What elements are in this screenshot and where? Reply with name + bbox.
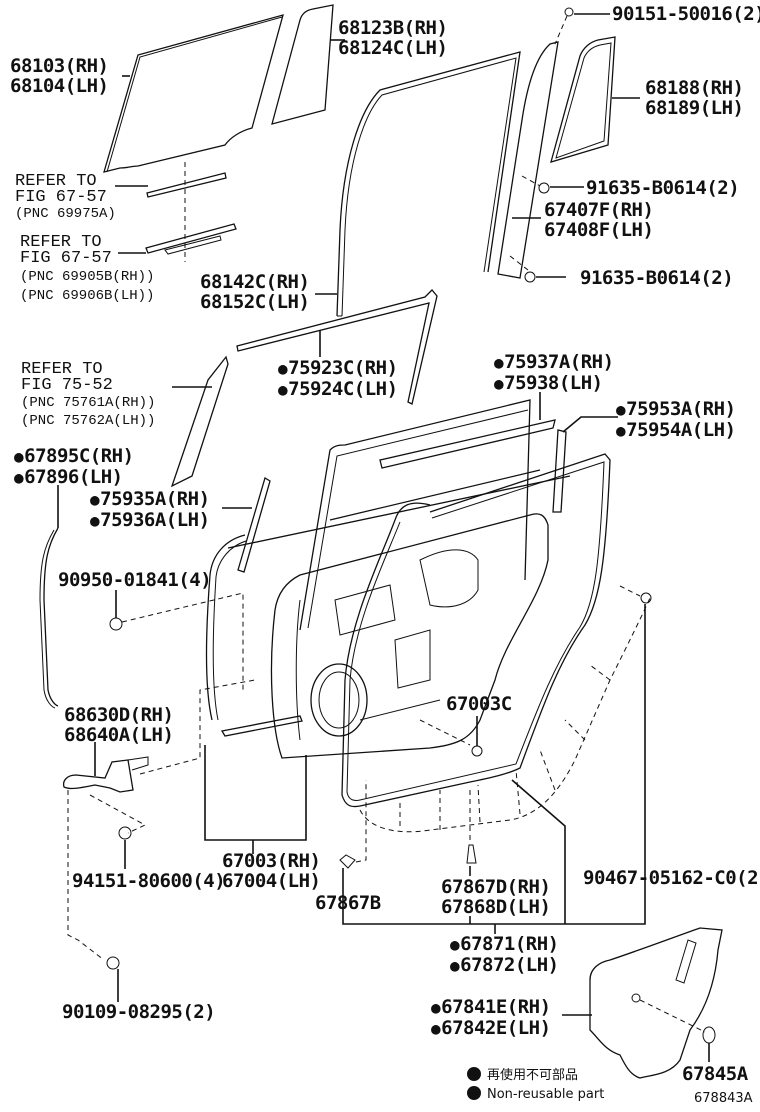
door-trim-drawing [589,927,723,1079]
non-reusable-bullet-icon [467,1086,481,1100]
part-label-75953A: 75953A(RH)75954A(LH) [616,399,736,441]
part-label-75937A: 75937A(RH)75938(LH) [494,352,614,394]
reference-note-fig-67-57-a: REFER TO FIG 67-57 (PNC 69975A) [15,172,116,222]
door-weatherstrip-67871-drawing [341,453,651,833]
door-outer-frame-drawing [205,399,571,737]
part-label-67407F: 67407F(RH)67408F(LH) [544,199,654,241]
leader-lines [57,13,710,1062]
part-label-75923C: 75923C(RH)75924C(LH) [278,358,398,400]
garnish-drawing [170,355,229,488]
part-label-67841E: 67841E(RH)67842E(LH) [431,997,551,1039]
molding-75935A-drawing [237,477,271,573]
clip-90467-drawing [619,585,652,604]
part-label-91635-upper: 91635-B0614(2) [586,177,740,199]
part-label-67003C: 67003C [446,693,512,715]
weatherstrip-75953A-drawing [552,429,567,513]
weatherstrip-67895C-drawing [39,527,59,709]
part-label-67845A: 67845A [682,1063,748,1085]
division-bar-drawing [497,7,574,279]
legend-non-reusable-jp: 再使用不可部品 [467,1064,578,1083]
clip-67003C-drawing [419,719,483,757]
quarter-glass-drawing [271,4,334,125]
part-label-67003: 67003(RH)67004(LH) [222,850,321,892]
part-label-90109-08295: 90109-08295(2) [62,1001,216,1023]
screw-91635-upper-drawing [521,175,550,194]
belt-molding-drawing [236,289,438,405]
reference-note-fig-67-57-b: REFER TO FIG 67-57 (PNC 69905B(RH)) (PNC… [20,233,155,304]
part-label-68188: 68188(RH)68189(LH) [645,77,744,119]
part-label-67867B: 67867B [315,892,381,914]
clip-67867D-drawing [466,790,477,864]
figure-id: 678843A [694,1091,753,1106]
part-label-67871: 67871(RH)67872(LH) [450,934,559,976]
part-label-90950-01841: 90950-01841(4) [58,569,212,591]
part-label-75935A: 75935A(RH)75936A(LH) [90,489,210,531]
part-label-68103: 68103(RH)68104(LH) [10,55,109,97]
part-label-94151-80600: 94151-80600(4) [72,870,226,892]
part-label-67867D: 67867D(RH)67868D(LH) [441,876,551,918]
part-label-90151-50016: 90151-50016(2) [612,3,760,25]
clip-67867B-drawing [339,780,367,869]
plug-90950-drawing [109,592,244,690]
rear-quarter-glass-drawing [550,36,616,163]
glass-run-strips-drawing [145,162,237,262]
non-reusable-bullet-icon [467,1067,481,1081]
part-label-90467-05162: 90467-05162-C0(2) [583,867,760,889]
door-check-drawing [62,679,256,970]
part-label-67895C: 67895C(RH)67896(LH) [14,446,134,488]
legend-non-reusable-en: Non-reusable part [467,1086,604,1102]
part-label-91635-lower: 91635-B0614(2) [580,267,734,289]
door-glass-drawing [103,14,284,173]
screw-91635-lower-drawing [509,255,536,283]
part-label-68630D: 68630D(RH)68640A(LH) [64,704,174,746]
part-label-68123B: 68123B(RH)68124C(LH) [338,17,448,59]
run-channel-drawing [336,51,521,317]
part-label-68142C: 68142C(RH)68152C(LH) [200,271,310,313]
door-inner-panel-drawing [270,513,549,759]
reference-note-fig-75-52: REFER TO FIG 75-52 (PNC 75761A(RH)) (PNC… [21,360,156,429]
